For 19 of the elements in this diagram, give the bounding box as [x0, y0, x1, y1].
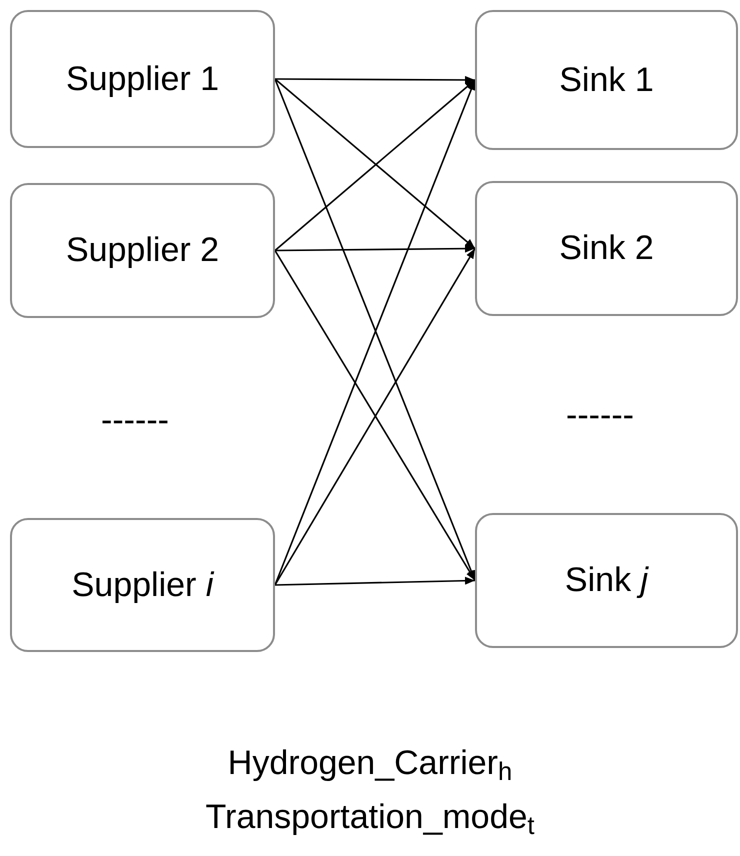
arrow: [275, 76, 475, 84]
text-label: ------: [100, 400, 170, 441]
node-box: [10, 10, 275, 148]
text-label: Transportation_mode$_{t}$: [204, 797, 536, 842]
node-box: [10, 183, 275, 318]
node-box: [475, 513, 738, 648]
node-box: [10, 518, 275, 652]
text-label: Hydrogen_Carrier$_{h}$: [226, 743, 514, 788]
node-label: Supplier i: [72, 564, 214, 606]
node-label: Supplier 2: [66, 230, 220, 271]
arrow: [274, 576, 476, 586]
node-label: Sink 1: [559, 60, 654, 100]
node-box: [475, 181, 738, 316]
node-label: Supplier 1: [66, 58, 220, 100]
arrow: [275, 244, 475, 253]
text-label: ------: [565, 395, 635, 436]
node-box: [475, 10, 738, 150]
node-label: Sink 2: [559, 228, 654, 269]
node-label: Sink j: [564, 560, 648, 601]
